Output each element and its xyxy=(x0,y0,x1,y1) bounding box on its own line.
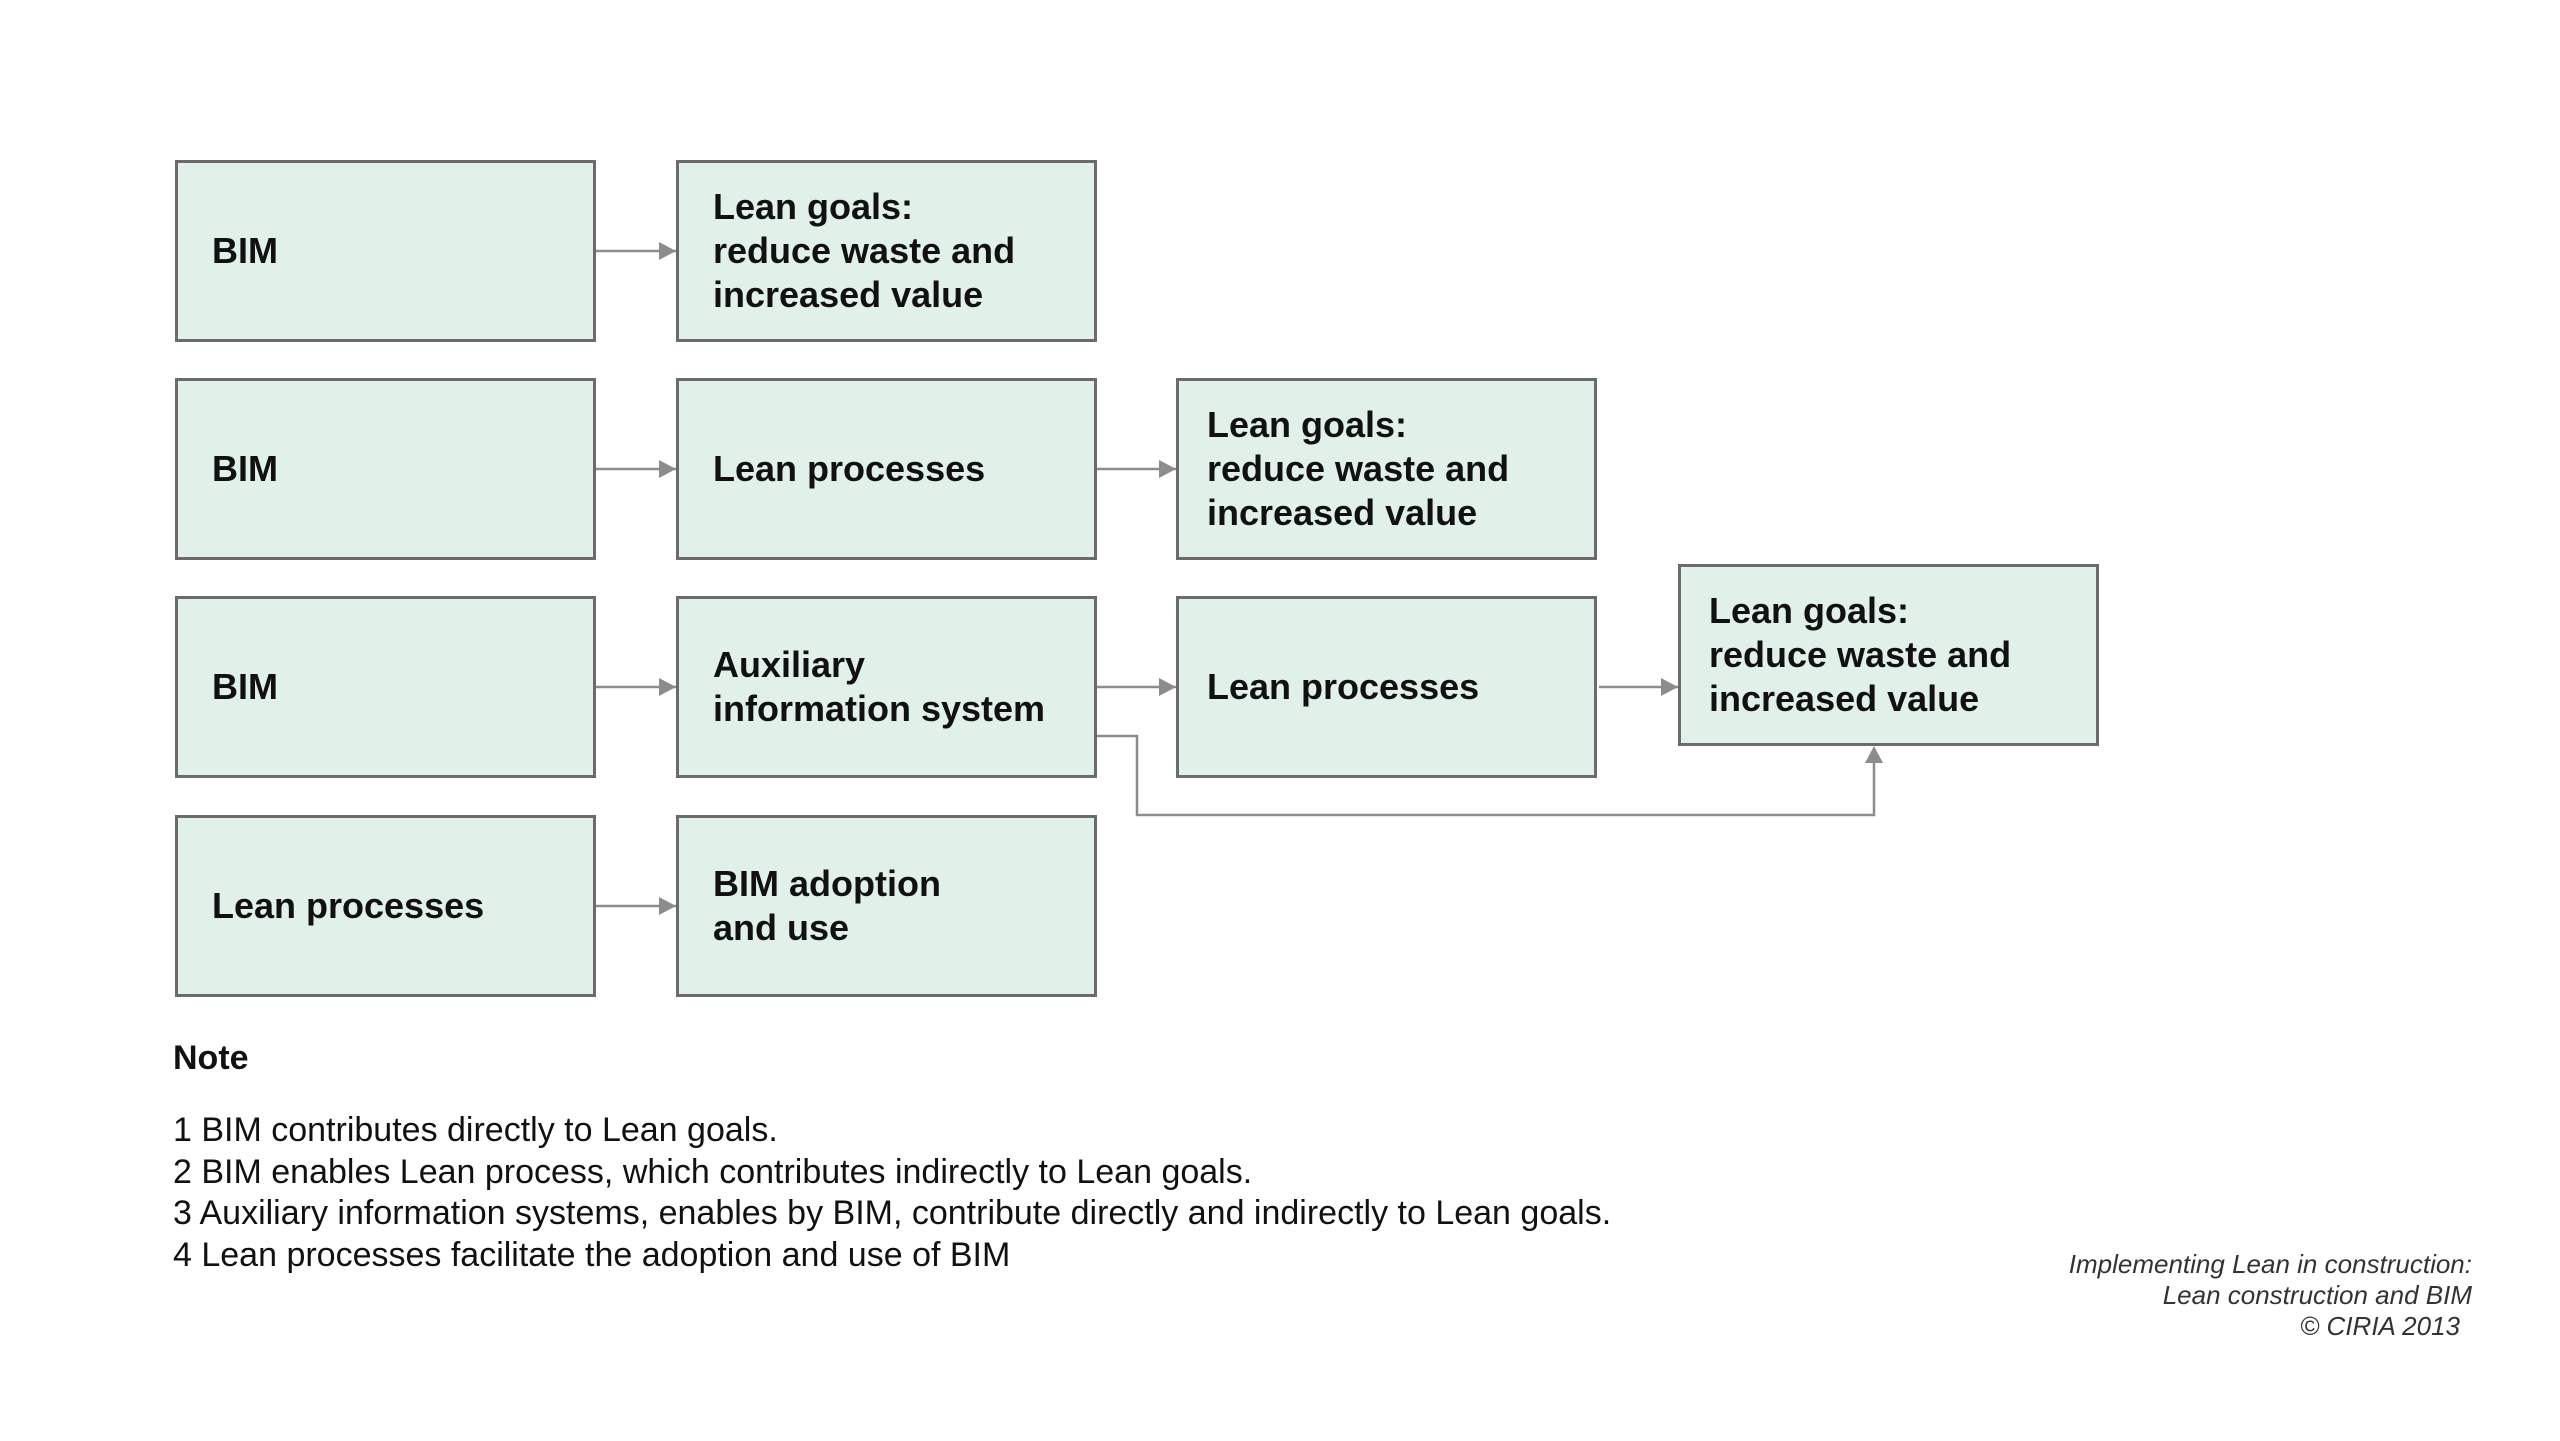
arrow-head-r3d xyxy=(1865,746,1883,763)
box-bim-adoption: BIM adoption and use xyxy=(676,815,1097,997)
box-lean-processes-row2: Lean processes xyxy=(676,378,1097,560)
box-bim-row3: BIM xyxy=(175,596,596,778)
box-label: BIM adoption and use xyxy=(713,863,941,948)
box-lean-goals-row3: Lean goals: reduce waste and increased v… xyxy=(1678,564,2099,746)
source-credit: Implementing Lean in construction: Lean … xyxy=(2069,1249,2472,1342)
note-item: 2 BIM enables Lean process, which contri… xyxy=(173,1152,1253,1191)
note-item: 1 BIM contributes directly to Lean goals… xyxy=(173,1111,778,1149)
credit-line: Implementing Lean in construction: xyxy=(2068,1249,2472,1279)
box-lean-processes-row4: Lean processes xyxy=(175,815,596,997)
arrow-head-r3b xyxy=(1159,678,1176,696)
arrow-head-r3c xyxy=(1661,678,1678,696)
box-label: BIM xyxy=(212,448,278,489)
box-label: Auxiliary information system xyxy=(713,644,1046,729)
arrow-head-r4a xyxy=(659,897,676,915)
box-label: Lean goals: reduce waste and increased v… xyxy=(1207,404,1510,533)
note-item: 3 Auxiliary information systems, enables… xyxy=(173,1194,1612,1232)
box-label: BIM xyxy=(212,230,278,271)
note-list: 1 BIM contributes directly to Lean goals… xyxy=(173,1110,1611,1276)
box-label: Lean processes xyxy=(713,448,986,489)
box-lean-goals-row1: Lean goals: reduce waste and increased v… xyxy=(676,160,1097,342)
arrow-head-r3a xyxy=(659,678,676,696)
note-item: 4 Lean processes facilitate the adoption… xyxy=(173,1235,1011,1274)
box-bim-row2: BIM xyxy=(175,378,596,560)
box-label: Lean goals: reduce waste and increased v… xyxy=(713,186,1016,315)
arrow-head-r2b xyxy=(1159,460,1176,478)
box-auxiliary-information-system: Auxiliary information system xyxy=(676,596,1097,778)
box-label: Lean goals: reduce waste and increased v… xyxy=(1709,590,2012,719)
box-lean-goals-row2: Lean goals: reduce waste and increased v… xyxy=(1176,378,1597,560)
note-title: Note xyxy=(173,1039,249,1077)
credit-line: © CIRIA 2013 xyxy=(2300,1311,2460,1341)
arrow-head-r2a xyxy=(659,460,676,478)
box-bim-row1: BIM xyxy=(175,160,596,342)
box-label: Lean processes xyxy=(212,885,485,926)
box-label: Lean processes xyxy=(1207,666,1480,707)
arrow-head-r1a xyxy=(659,242,676,260)
box-label: BIM xyxy=(212,666,278,707)
box-lean-processes-row3: Lean processes xyxy=(1176,596,1597,778)
credit-line: Lean construction and BIM xyxy=(2162,1280,2472,1310)
